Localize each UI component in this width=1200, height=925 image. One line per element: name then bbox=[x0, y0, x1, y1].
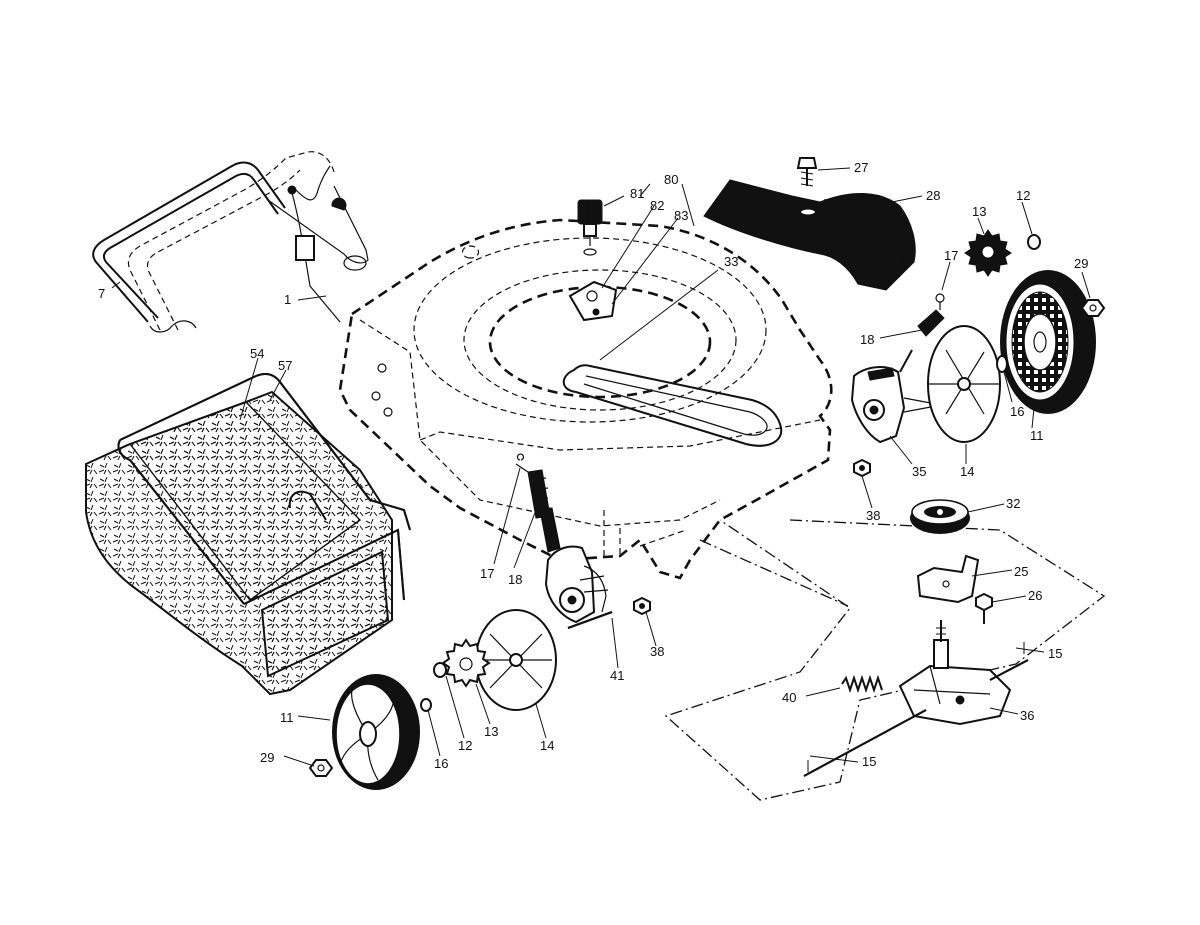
callout-27: 27 bbox=[854, 160, 868, 175]
belt-shield bbox=[703, 179, 916, 291]
control-cable bbox=[287, 165, 347, 323]
callout-81: 81 bbox=[630, 186, 644, 201]
callout-17-right: 17 bbox=[944, 248, 958, 263]
callout-16-right: 16 bbox=[1010, 404, 1024, 419]
leader-lines bbox=[111, 167, 1091, 767]
callout-14-left: 14 bbox=[540, 738, 554, 753]
callout-83: 83 bbox=[674, 208, 688, 223]
engagement-spring bbox=[841, 674, 883, 694]
callout-29-right: 29 bbox=[1074, 256, 1088, 271]
callout-82: 82 bbox=[650, 198, 664, 213]
left-nut-38 bbox=[633, 596, 651, 616]
callout-41: 41 bbox=[610, 668, 624, 683]
right-washer-16 bbox=[996, 355, 1008, 373]
transmission-gearbox bbox=[898, 620, 1012, 726]
callout-11-left: 11 bbox=[280, 710, 294, 725]
callout-18-left: 18 bbox=[508, 572, 522, 587]
left-washer-12 bbox=[433, 662, 447, 678]
callout-12-left: 12 bbox=[458, 738, 472, 753]
callout-57: 57 bbox=[278, 358, 292, 373]
callout-35: 35 bbox=[912, 464, 926, 479]
callout-26: 26 bbox=[1028, 588, 1042, 603]
callout-12-right: 12 bbox=[1016, 188, 1030, 203]
callout-labels: 1 7 80 81 82 83 27 28 13 12 29 17 18 33 … bbox=[98, 160, 1088, 771]
right-drive-wheel bbox=[1000, 270, 1096, 414]
grass-catcher-frame bbox=[117, 373, 411, 678]
right-hubcap-disc bbox=[927, 325, 1001, 443]
callout-17-left: 17 bbox=[480, 566, 494, 581]
upper-handle bbox=[92, 151, 369, 333]
left-drive-wheel bbox=[332, 674, 420, 790]
callout-13-right: 13 bbox=[972, 204, 986, 219]
left-hubcap-disc bbox=[475, 609, 557, 711]
right-washer-12 bbox=[1027, 234, 1041, 250]
callout-29-left: 29 bbox=[260, 750, 274, 765]
callout-7: 7 bbox=[98, 286, 105, 301]
height-knob bbox=[577, 199, 603, 256]
callout-80: 80 bbox=[664, 172, 678, 187]
drive-belt bbox=[562, 364, 783, 447]
callout-1: 1 bbox=[284, 292, 291, 307]
callout-25: 25 bbox=[1014, 564, 1028, 579]
left-wheel-nut bbox=[308, 759, 334, 777]
mounting-bracket bbox=[916, 554, 980, 604]
callout-38-right: 38 bbox=[866, 508, 880, 523]
callout-54: 54 bbox=[250, 346, 264, 361]
drive-axle bbox=[803, 642, 1029, 777]
left-height-lever bbox=[539, 507, 609, 624]
left-washer-16 bbox=[420, 698, 432, 712]
callout-38-left: 38 bbox=[650, 644, 664, 659]
callout-15-right: 15 bbox=[1048, 646, 1062, 661]
left-pinion-gear bbox=[441, 638, 491, 688]
callout-15-left: 15 bbox=[862, 754, 876, 769]
right-nut-38 bbox=[853, 458, 871, 478]
assembly-link-line bbox=[699, 539, 849, 607]
callout-11-right: 11 bbox=[1030, 428, 1044, 443]
adjuster-plate bbox=[568, 280, 618, 322]
callout-36: 36 bbox=[1020, 708, 1034, 723]
shield-screw bbox=[796, 157, 818, 217]
transmission-pulley bbox=[910, 499, 970, 534]
bracket-screw bbox=[975, 592, 993, 624]
right-pinion-gear bbox=[964, 229, 1012, 277]
callout-13-left: 13 bbox=[484, 724, 498, 739]
callout-28: 28 bbox=[926, 188, 940, 203]
callout-32: 32 bbox=[1006, 496, 1020, 511]
callout-18-right: 18 bbox=[860, 332, 874, 347]
callout-40: 40 bbox=[782, 690, 796, 705]
mower-deck bbox=[338, 218, 833, 580]
right-height-spring bbox=[917, 293, 945, 337]
callout-33: 33 bbox=[724, 254, 738, 269]
callout-14-right: 14 bbox=[960, 464, 974, 479]
callout-16-left: 16 bbox=[434, 756, 448, 771]
transmission-boundary bbox=[664, 519, 1106, 801]
right-wheel-nut bbox=[1080, 299, 1106, 317]
left-axle-bolt bbox=[567, 611, 613, 629]
right-height-lever bbox=[850, 349, 937, 444]
grass-catcher-bag bbox=[85, 390, 393, 696]
